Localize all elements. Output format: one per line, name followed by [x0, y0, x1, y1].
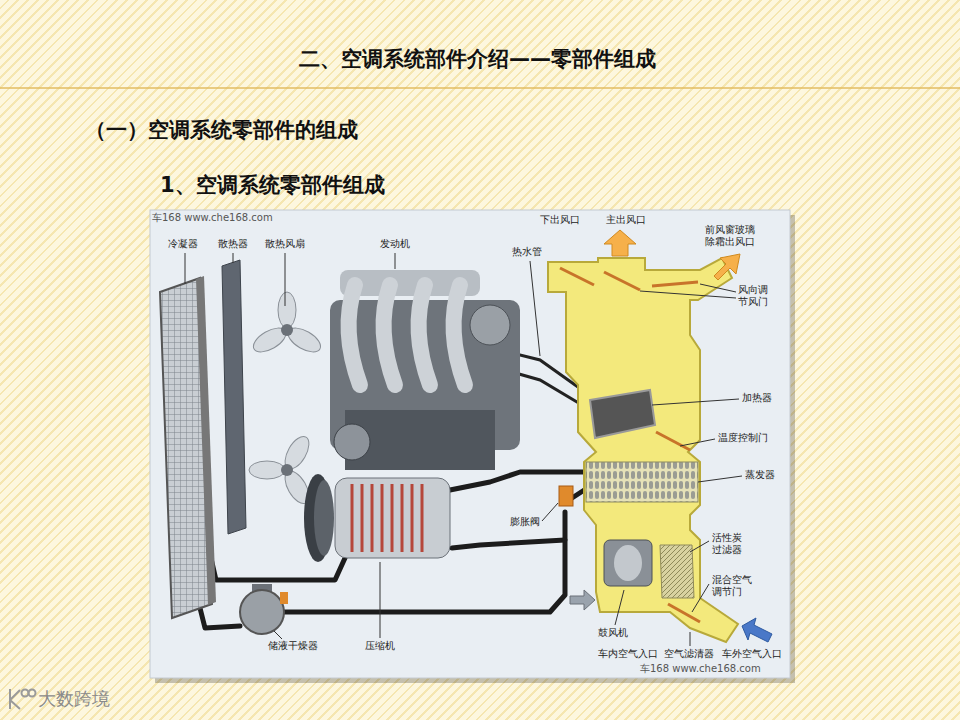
leader-line — [380, 562, 381, 638]
part-label: 散热器 — [218, 238, 248, 250]
leader-line — [615, 590, 624, 625]
drier-tag — [280, 592, 288, 604]
air-door — [604, 272, 640, 290]
compressor-coil — [352, 484, 422, 552]
air-arrow — [714, 254, 740, 280]
subsection-heading: 1、空调系统零部件组成 — [160, 173, 385, 198]
air-doors — [560, 268, 700, 622]
part-label: 空气滤清器 — [664, 648, 714, 660]
part-label: 风向调 节风门 — [738, 284, 774, 308]
watermark: 车168 www.che168.com — [152, 212, 273, 224]
part-label: 下出风口 — [540, 214, 580, 226]
leader-line — [530, 261, 540, 356]
fan-blade — [278, 292, 296, 328]
logo-dot — [29, 690, 36, 697]
air-arrow — [604, 230, 636, 256]
part-label: 压缩机 — [365, 640, 395, 652]
part-label: 温度控制门 — [718, 432, 768, 444]
part-label: 主出风口 — [606, 214, 646, 226]
fan — [250, 292, 325, 357]
blower — [604, 540, 652, 586]
evaporator — [586, 462, 698, 502]
leader-line — [690, 632, 691, 646]
compressor-body — [335, 478, 450, 558]
section-heading: （一）空调系统零部件的组成 — [85, 118, 358, 143]
leader-line — [680, 439, 715, 446]
part-label: 混合空气 调节门 — [712, 574, 758, 598]
throttle-body — [470, 305, 510, 345]
logo-dot — [22, 690, 29, 697]
drier-body — [240, 590, 284, 634]
leader-line — [542, 503, 558, 521]
part-label: 加热器 — [742, 392, 772, 404]
leader-line — [395, 253, 396, 269]
part-label: 热水管 — [512, 246, 542, 258]
part-label: 膨胀阀 — [510, 516, 540, 528]
part-label: 发动机 — [380, 238, 410, 250]
hvac-housing — [548, 258, 738, 642]
leader-line — [233, 253, 234, 263]
logo-stroke — [10, 689, 20, 709]
fan-hub — [281, 464, 293, 476]
leader-line — [640, 291, 736, 298]
air-arrow — [570, 590, 595, 610]
engine — [330, 270, 520, 470]
slide-title: 二、空调系统部件介绍——零部件组成 — [0, 47, 955, 72]
air-door — [652, 282, 698, 286]
part-label: 车外空气入口 — [722, 648, 782, 660]
fan-hub — [281, 324, 293, 336]
leader-line — [274, 631, 282, 639]
air-arrow — [742, 618, 772, 642]
leader-line — [698, 476, 742, 482]
radiator — [222, 260, 246, 534]
part-label: 蒸发器 — [745, 469, 775, 481]
fan-blade — [249, 461, 285, 479]
air-door — [560, 268, 594, 285]
blower-wheel — [614, 545, 642, 581]
leader-line — [690, 541, 709, 552]
watermark: 大数跨境 — [38, 688, 110, 710]
pulley — [314, 480, 334, 556]
leader-line — [285, 253, 286, 306]
alternator — [334, 424, 370, 460]
part-label: 车内空气入口 — [598, 648, 658, 660]
receiver-drier — [240, 584, 288, 634]
intake-runner — [349, 285, 465, 385]
leader-line — [652, 399, 739, 405]
leader-line — [185, 253, 186, 284]
part-label: 鼓风机 — [598, 627, 628, 639]
watermark: 车168 www.che168.com — [640, 663, 761, 675]
part-label: 活性炭 过滤器 — [712, 532, 748, 556]
leader-line — [700, 284, 736, 292]
suction-pipe — [452, 540, 565, 548]
part-label: 储液干燥器 — [268, 640, 318, 652]
part-label: 散热风扇 — [265, 238, 305, 250]
part-label: 冷凝器 — [168, 238, 198, 250]
compressor — [304, 474, 450, 562]
heater-core — [590, 390, 655, 438]
leader-line — [692, 584, 709, 612]
condenser-tank — [196, 276, 216, 605]
leader-lines — [185, 253, 742, 646]
part-label: 前风窗玻璃 除霜出风口 — [705, 224, 761, 248]
carbon-filter — [660, 545, 694, 598]
title-rule — [0, 87, 960, 89]
logo-mark — [10, 689, 36, 709]
fan — [249, 433, 314, 508]
temperature-door — [656, 432, 690, 450]
photo-ground — [150, 210, 790, 678]
expansion-valve — [559, 486, 573, 506]
